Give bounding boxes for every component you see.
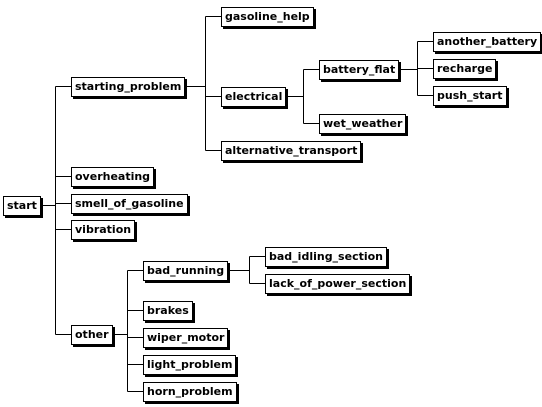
tree-node-another-battery[interactable]: another_battery [433, 32, 542, 52]
tree-node-electrical[interactable]: electrical [221, 87, 287, 107]
tree-node-wiper-motor[interactable]: wiper_motor [143, 328, 229, 348]
tree-node-wet-weather[interactable]: wet_weather [319, 114, 407, 134]
tree-node-bad-idling-section[interactable]: bad_idling_section [265, 247, 388, 267]
tree-node-start[interactable]: start [3, 196, 41, 216]
tree-node-other[interactable]: other [71, 325, 113, 345]
tree-node-recharge[interactable]: recharge [433, 59, 497, 79]
tree-node-bad-running[interactable]: bad_running [143, 261, 229, 281]
tree-node-overheating[interactable]: overheating [71, 167, 155, 187]
tree-node-alternative-transport[interactable]: alternative_transport [221, 141, 362, 161]
tree-node-starting-problem[interactable]: starting_problem [71, 77, 186, 97]
tree-node-smell-of-gasoline[interactable]: smell_of_gasoline [71, 194, 188, 214]
tree-node-gasoline-help[interactable]: gasoline_help [221, 7, 314, 27]
tree-node-light-problem[interactable]: light_problem [143, 355, 237, 375]
tree-node-lack-of-power-section[interactable]: lack_of_power_section [265, 274, 411, 294]
tree-node-horn-problem[interactable]: horn_problem [143, 382, 237, 402]
tree-node-battery-flat[interactable]: battery_flat [319, 60, 400, 80]
tree-node-push-start[interactable]: push_start [433, 86, 507, 106]
tree-node-brakes[interactable]: brakes [143, 301, 193, 321]
tree-node-vibration[interactable]: vibration [71, 220, 136, 240]
